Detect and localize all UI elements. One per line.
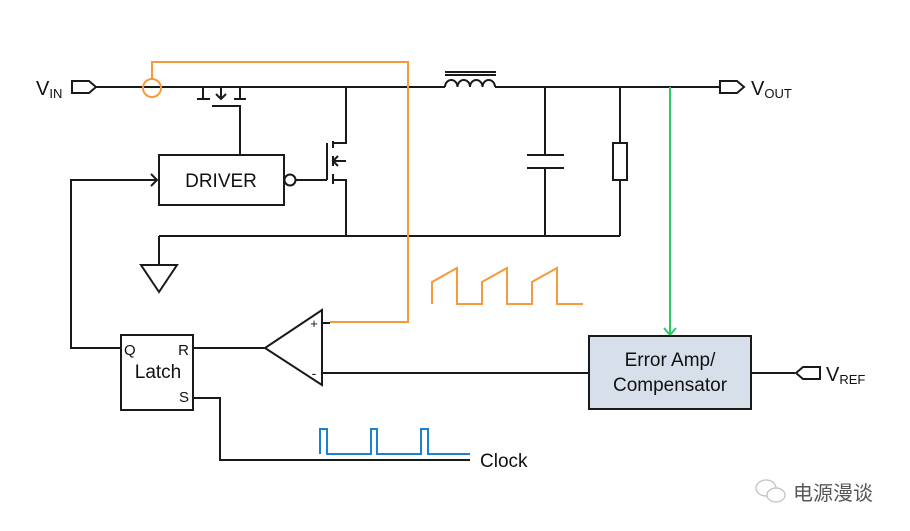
current-sense-path — [142, 61, 409, 323]
load-resistor — [612, 87, 628, 236]
q-output-wire — [70, 173, 159, 349]
svg-text:Q: Q — [124, 342, 136, 359]
svg-text:Error Amp/: Error Amp/ — [625, 350, 717, 371]
sawtooth-waveform — [431, 266, 583, 305]
svg-text:-: - — [312, 365, 317, 381]
feedback-arrow — [663, 87, 677, 337]
svg-text:S: S — [179, 389, 189, 406]
svg-text:Latch: Latch — [135, 362, 181, 383]
vref-port: VREF — [794, 364, 865, 387]
ground-symbol — [139, 264, 179, 294]
vout-port: VOUT — [719, 78, 792, 101]
output-capacitor — [527, 87, 564, 236]
clock-wire — [193, 397, 470, 461]
driver-block: DRIVER — [158, 154, 297, 206]
high-side-mosfet — [203, 86, 250, 155]
wechat-icon — [755, 479, 786, 503]
latch-block: Q R Latch S — [120, 334, 194, 411]
watermark-text: 电源漫谈 — [793, 482, 873, 505]
pwm-comparator: + - — [263, 308, 330, 387]
svg-text:+: + — [310, 316, 318, 331]
inductor — [444, 71, 496, 88]
svg-text:VIN: VIN — [36, 78, 62, 101]
clock-label: Clock — [480, 451, 528, 472]
vin-port: VIN — [36, 78, 98, 101]
svg-text:VOUT: VOUT — [751, 78, 792, 101]
svg-text:VREF: VREF — [826, 364, 865, 387]
svg-text:DRIVER: DRIVER — [185, 171, 257, 192]
svg-text:Compensator: Compensator — [613, 375, 728, 396]
error-amp-block: Error Amp/ Compensator — [588, 335, 752, 410]
svg-text:R: R — [178, 342, 189, 359]
low-side-mosfet — [326, 87, 347, 236]
clock-waveform — [319, 428, 470, 455]
ground-rail — [158, 235, 620, 265]
